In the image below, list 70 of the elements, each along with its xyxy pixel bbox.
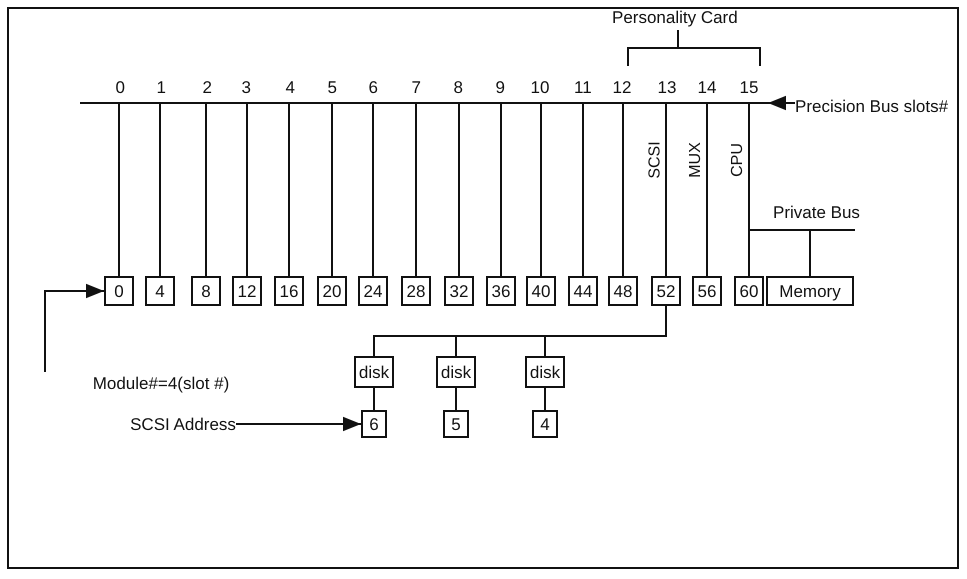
connector-line [458, 104, 460, 276]
module-box: 4 [145, 276, 175, 306]
module-box: 40 [526, 276, 556, 306]
module-box: 0 [104, 276, 134, 306]
connector-line [540, 104, 542, 276]
module-box: 36 [486, 276, 516, 306]
module-box: 52 [651, 276, 681, 306]
slot-number: 9 [496, 78, 505, 98]
slot-number: 15 [740, 78, 758, 98]
module-box: 20 [317, 276, 347, 306]
slot-number: 5 [328, 78, 337, 98]
note-text: Precision Bus slots# [795, 84, 955, 128]
module-box: 12 [232, 276, 262, 306]
module-box: disk [436, 356, 476, 388]
slot-number: 12 [612, 78, 632, 98]
module-box: 16 [274, 276, 304, 306]
connector-line [622, 104, 624, 276]
module-box: Memory [766, 276, 854, 306]
connector-line [706, 104, 708, 276]
connector-line [748, 229, 750, 276]
module-box: 5 [443, 410, 469, 438]
slot-number: 14 [698, 78, 716, 98]
module-box: disk [354, 356, 394, 388]
module-box: 44 [568, 276, 598, 306]
connector-line [665, 104, 667, 276]
module-box: 6 [361, 410, 387, 438]
connector-line [809, 231, 811, 276]
slot-number: 10 [530, 78, 550, 98]
bus-line [749, 229, 855, 231]
module-box: 8 [191, 276, 221, 306]
note-text: SCSI Address [130, 413, 236, 435]
slot-number: 8 [454, 78, 463, 98]
connector-line [118, 104, 120, 276]
module-box: 24 [358, 276, 388, 306]
module-box: disk [525, 356, 565, 388]
connector-line [246, 104, 248, 276]
slot-number: 6 [368, 78, 378, 98]
arrow [236, 416, 361, 432]
connector-line [372, 104, 374, 276]
connector-line [159, 104, 161, 276]
slot-number: 11 [574, 78, 592, 98]
bus-label: Private Bus [773, 203, 860, 223]
bracket-label: Personality Card [612, 8, 738, 28]
slot-number: 4 [286, 78, 295, 98]
slot-number: 13 [658, 78, 676, 98]
connector-line [582, 104, 584, 276]
slot-number: 3 [242, 78, 251, 98]
bus-line [80, 102, 768, 104]
module-box: 48 [608, 276, 638, 306]
connector-line [544, 306, 667, 356]
module-box: 56 [692, 276, 722, 306]
connector-line [415, 104, 417, 276]
arrow [44, 284, 104, 372]
slot-number: 1 [156, 78, 166, 98]
connector-line [544, 388, 546, 410]
note-text: Module#=4(slot #) [30, 372, 292, 394]
module-box: 4 [532, 410, 558, 438]
connector-line [500, 104, 502, 276]
connector-line [373, 388, 375, 410]
slot-number: 2 [202, 78, 212, 98]
module-box: 28 [401, 276, 431, 306]
module-box: 60 [734, 276, 764, 306]
connector-line [205, 104, 207, 276]
connector-line [455, 388, 457, 410]
connector-line [288, 104, 290, 276]
slot-number: 7 [412, 78, 421, 98]
slot-number: 0 [116, 78, 125, 98]
arrow [768, 96, 795, 110]
module-box: 32 [444, 276, 474, 306]
connector-line [331, 104, 333, 276]
